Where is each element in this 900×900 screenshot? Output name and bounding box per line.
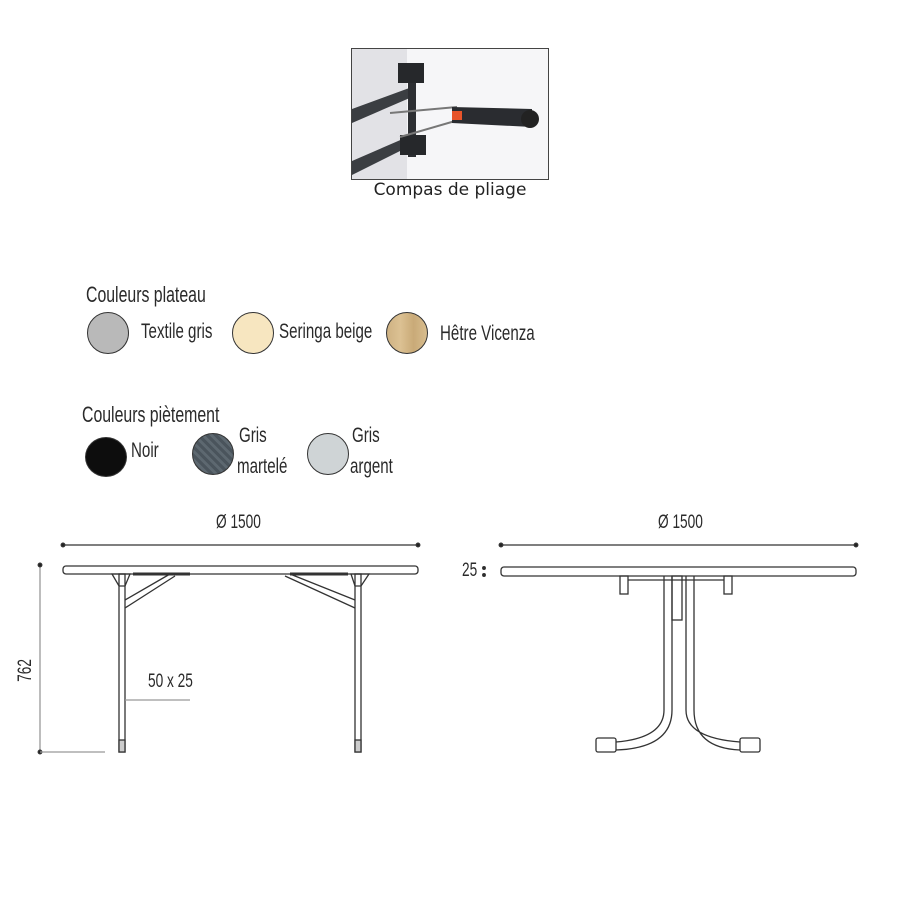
swatch-label: Gris xyxy=(352,424,380,447)
swatch-seringa-beige xyxy=(232,312,274,354)
side-view-drawing xyxy=(37,542,421,755)
height-dimension: 762 xyxy=(14,659,36,682)
tube-dimension: 50 x 25 xyxy=(148,671,193,692)
swatch-label: Noir xyxy=(131,439,159,462)
swatch-label: argent xyxy=(350,455,393,478)
swatch-textile-gris xyxy=(87,312,129,354)
swatch-gris-argent xyxy=(307,433,349,475)
folding-hinge-photo xyxy=(351,48,549,180)
photo-caption: Compas de pliage xyxy=(373,180,527,200)
swatch-label: Gris xyxy=(239,424,267,447)
swatch-label: Textile gris xyxy=(141,320,213,343)
front-view-drawing xyxy=(482,542,859,753)
right-width-dimension: Ø 1500 xyxy=(658,512,703,533)
pietement-colors-title: Couleurs piètement xyxy=(82,402,220,427)
swatch-label: Seringa beige xyxy=(279,320,373,343)
swatch-hetre-vicenza xyxy=(386,312,428,354)
left-width-dimension: Ø 1500 xyxy=(216,512,261,533)
plateau-colors-title: Couleurs plateau xyxy=(86,282,206,307)
swatch-label: martelé xyxy=(237,455,288,478)
swatch-noir xyxy=(85,437,127,477)
swatch-gris-martele xyxy=(192,433,234,475)
thickness-dimension: 25 xyxy=(462,560,478,581)
swatch-label: Hêtre Vicenza xyxy=(440,322,535,345)
